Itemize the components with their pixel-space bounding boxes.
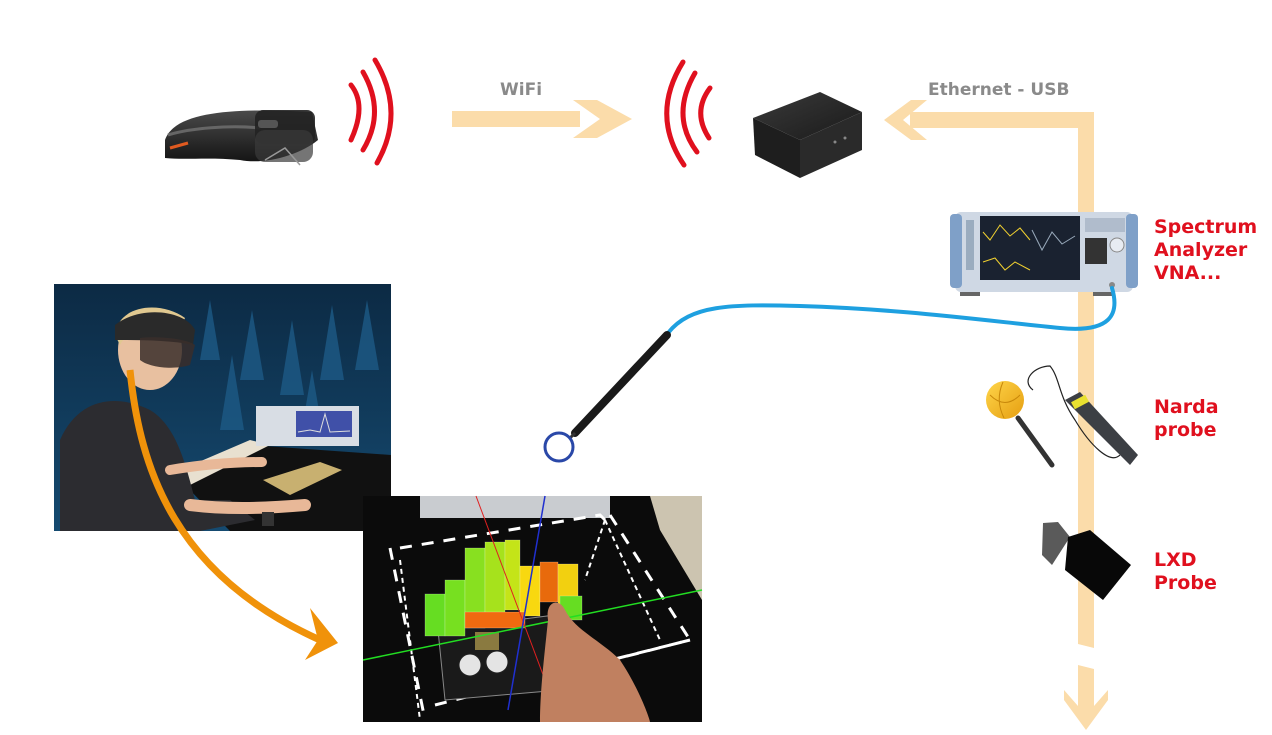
narda-probe-icon: [986, 365, 1138, 468]
lxd-probe-icon: [1042, 522, 1131, 600]
operator-photo: [54, 284, 391, 531]
ar-headset-icon: [165, 110, 318, 166]
coax-cable: [666, 286, 1117, 335]
wifi-receive-icon: [664, 59, 713, 168]
ar-link-arrow: [126, 369, 338, 660]
wifi-label: WiFi: [500, 80, 543, 100]
lxd-probe-label: LXD Probe: [1154, 549, 1217, 594]
narda-probe-label: Narda probe: [1154, 396, 1219, 441]
near-field-probe-icon: [543, 331, 671, 463]
ethernet-usb-label: Ethernet - USB: [928, 80, 1070, 100]
ar-view-photo: [362, 495, 703, 722]
spectrum-analyzer-icon: [950, 212, 1138, 296]
field-voxel-heatmap: [424, 539, 583, 637]
wifi-transmit-icon: [348, 57, 394, 166]
mini-pc-icon: [753, 92, 862, 178]
bus-down-arrow: [1064, 612, 1108, 730]
spectrum-analyzer-label: Spectrum Analyzer VNA...: [1154, 216, 1258, 284]
wifi-arrow: [452, 100, 632, 138]
